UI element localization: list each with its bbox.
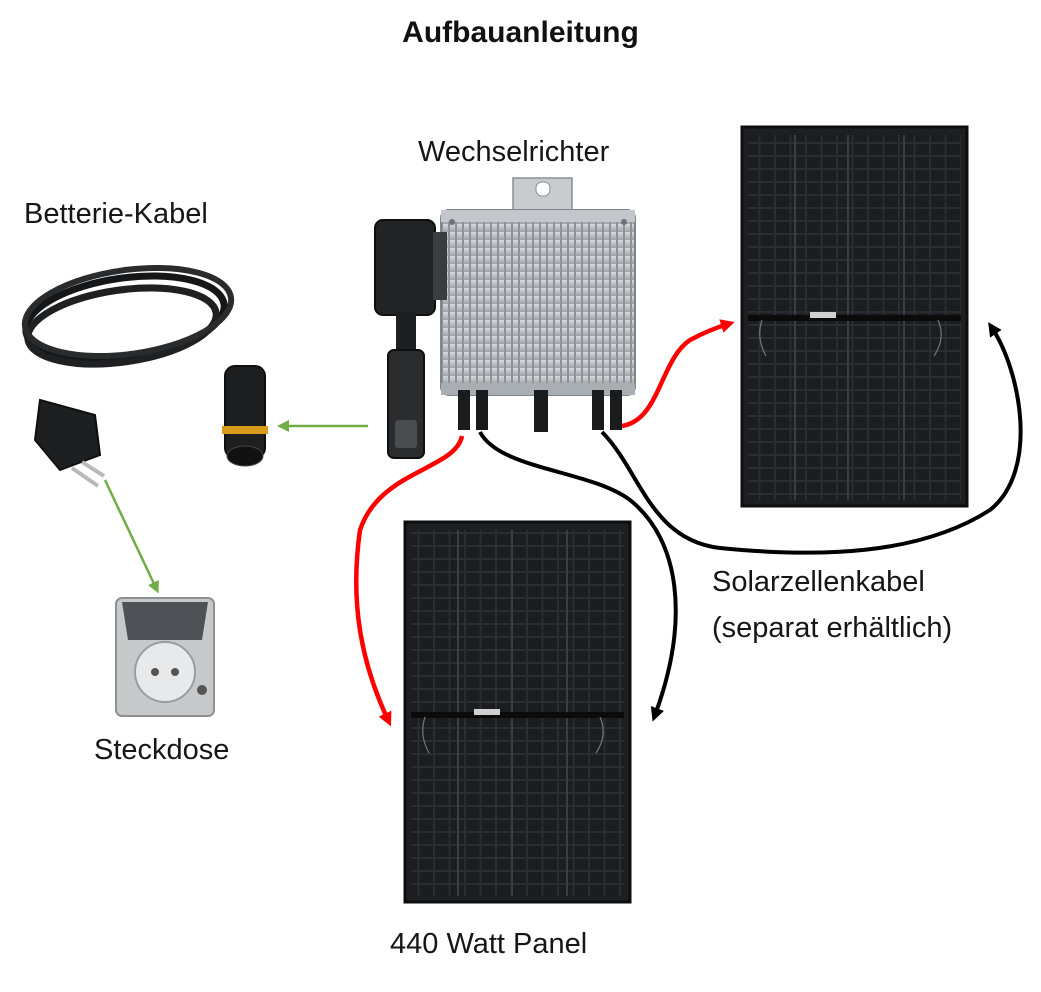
solar-cable-note: (separat erhältlich) bbox=[712, 612, 953, 644]
black-cable-to-bottom-panel bbox=[478, 430, 678, 722]
solar-panel-right bbox=[740, 125, 969, 508]
panel-label: 440 Watt Panel bbox=[390, 928, 588, 960]
red-cable-to-bottom-panel bbox=[353, 435, 465, 727]
green-arrow-to-socket bbox=[103, 479, 159, 594]
battery-cable-label: Betterie-Kabel bbox=[24, 198, 208, 230]
battery-cable bbox=[21, 264, 268, 488]
socket-label: Steckdose bbox=[94, 734, 230, 766]
black-cable-to-right-panel bbox=[600, 322, 1023, 555]
solar-cable-label: Solarzellenkabel bbox=[712, 566, 925, 598]
wall-socket bbox=[115, 597, 215, 717]
solar-panel-bottom bbox=[403, 520, 632, 904]
red-cable-to-right-panel bbox=[621, 319, 735, 429]
inverter-label: Wechselrichter bbox=[418, 136, 610, 168]
inverter-device bbox=[374, 177, 636, 459]
diagram-title: Aufbauanleitung bbox=[402, 16, 639, 49]
